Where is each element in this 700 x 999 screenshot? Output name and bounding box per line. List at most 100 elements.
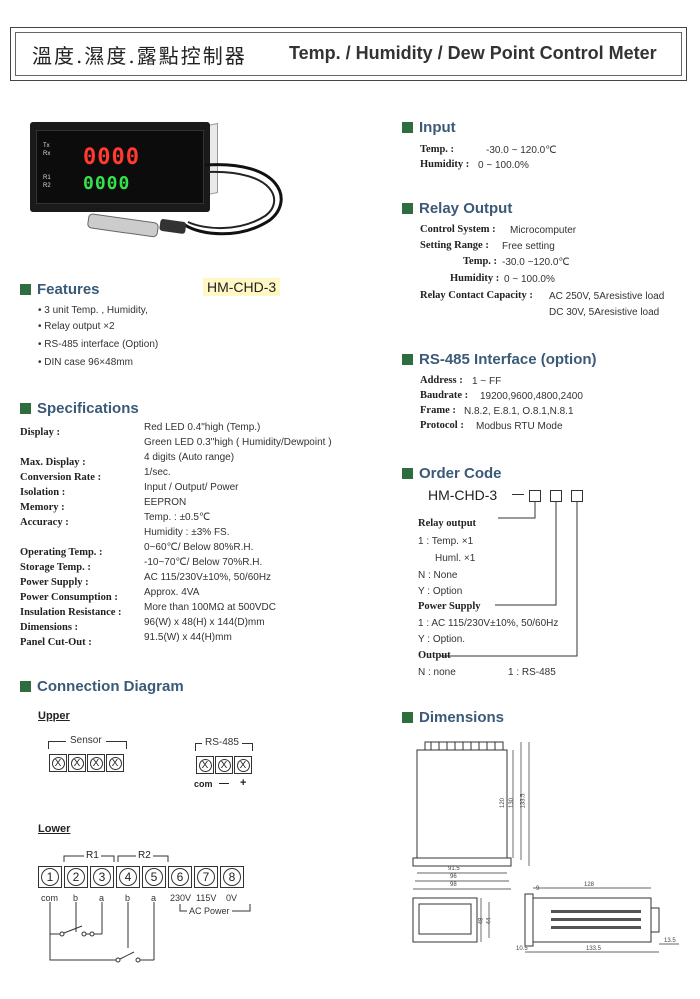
device-photo: Tx Rx R1 R2 0000 0000: [30, 122, 210, 212]
order-code-leader-lines: [440, 502, 578, 657]
dim-label: 133.5: [586, 946, 602, 952]
device-tag: R2: [43, 183, 51, 189]
terminal-label: a: [99, 893, 105, 903]
setting-range-value: Free setting: [502, 241, 555, 252]
terminal-label: 115V: [196, 893, 217, 903]
title-banner: [10, 27, 687, 81]
relay-output-heading: Relay Output: [402, 200, 512, 217]
dimensions-heading: Dimensions: [402, 709, 504, 726]
lower-terminal: 4: [116, 866, 140, 888]
lower-terminal: 8: [220, 866, 244, 888]
power-option-1: 1 : AC 115/230V±10%, 50/60Hz: [418, 618, 559, 629]
led-display-temp: 0000: [83, 145, 140, 170]
relay-output-option-heading: Relay output: [418, 518, 477, 529]
spec-row: Storage Temp. :-10~70℃/ Below 70%R.H.: [20, 557, 263, 573]
dim-label: 96: [450, 874, 457, 880]
output-option-heading: Output: [418, 650, 451, 661]
order-code-box-power: [550, 490, 562, 502]
dim-label: 48: [478, 917, 485, 925]
rs485-label: RS-485: [202, 737, 242, 748]
relay-contact-value: DC 30V, 5Aresistive load: [549, 307, 660, 318]
dim-label: 98: [450, 882, 457, 888]
upper-label: Upper: [38, 710, 70, 722]
spec-row: Conversion Rate :1/sec.: [20, 467, 171, 483]
sensor-label: Sensor: [66, 735, 106, 746]
rs485-heading: RS-485 Interface (option): [402, 351, 597, 368]
spec-row: Panel Cut-Out :91.5(W) x 44(H)mm: [20, 632, 232, 648]
dim-label: 130: [509, 797, 516, 809]
order-code-box-relay: [529, 490, 541, 502]
spec-row: Insulation Resistance :More than 100MΩ a…: [20, 602, 276, 618]
led-display-humidity: 0000: [83, 173, 131, 194]
baudrate-label: Baudrate :: [420, 390, 469, 401]
rs485-pin-label: com: [194, 779, 213, 789]
relay-brackets: [63, 855, 169, 862]
sensor-terminal: X: [68, 754, 86, 772]
terminal-label: com: [41, 893, 59, 903]
relay-humidity-label: Humidity :: [450, 273, 500, 284]
spec-row: Accuracy :Temp. : ±0.5℃: [20, 512, 211, 528]
rs485-pin-label: +: [240, 777, 247, 789]
address-value: 1 ~ FF: [472, 376, 502, 387]
protocol-value: Modbus RTU Mode: [476, 421, 563, 432]
relay-humidity-value: 0 ~ 100.0%: [504, 274, 555, 285]
dimensions-drawing: [412, 741, 679, 953]
terminal-label: 0V: [226, 893, 238, 903]
lower-terminal: 3: [90, 866, 114, 888]
relay-option-1: 1 : Temp. ×1: [418, 536, 474, 547]
lower-terminal: 1: [38, 866, 62, 888]
rs485-terminal: X: [234, 756, 252, 774]
input-temp-value: -30.0 ~ 120.0℃: [486, 145, 557, 156]
specifications-heading: Specifications: [20, 400, 139, 417]
specifications-table: Display :Red LED 0.4"high (Temp.) Green …: [20, 422, 332, 648]
spec-row: Operating Temp. :0~60℃/ Below 80%R.H.: [20, 542, 254, 558]
ac-power-label: AC Power: [187, 906, 232, 916]
relay-contact-value: AC 250V, 5Aresistive load: [549, 291, 665, 302]
spec-row: Humidity : ±3% FS.: [144, 527, 230, 538]
relay-option-1b: Huml. ×1: [435, 553, 476, 564]
baudrate-value: 19200,9600,4800,2400: [480, 391, 583, 402]
r1-label: R1: [84, 850, 101, 861]
order-code-dash: [512, 494, 524, 495]
feature-item: • 3 unit Temp. , Humidity,: [38, 305, 148, 316]
relay-option-y: Y : Option: [418, 586, 463, 597]
dim-label: 91.5: [448, 866, 460, 872]
input-heading: Input: [402, 119, 456, 136]
spec-row: Power Consumption :Approx. 4VA: [20, 587, 200, 603]
title-chinese: 溫度.濕度.露點控制器: [32, 44, 247, 68]
spec-row: Dimensions :96(W) x 48(H) x 144(D)mm: [20, 617, 265, 633]
frame-label: Frame :: [420, 405, 456, 416]
rs485-terminal: X: [215, 756, 233, 774]
relay-option-n: N : None: [418, 570, 458, 581]
input-temp-label: Temp. :: [420, 144, 455, 155]
sensor-terminal: X: [87, 754, 105, 772]
dim-label: 13.5: [664, 938, 676, 944]
frame-value: N.8.2, E.8.1, O.8.1,N.8.1: [464, 406, 574, 417]
model-label: HM-CHD-3: [203, 278, 281, 296]
lower-label: Lower: [38, 823, 71, 835]
lower-terminal: 6: [168, 866, 192, 888]
dim-label: 44: [486, 917, 493, 925]
order-code-box-output: [571, 490, 583, 502]
device-tag: R1: [43, 175, 51, 181]
power-option-y: Y : Option.: [418, 634, 466, 645]
rs485-terminal: X: [196, 756, 214, 774]
relay-temp-value: -30.0 ~120.0℃: [502, 257, 570, 268]
protocol-label: Protocol :: [420, 420, 464, 431]
device-tag: Rx: [43, 151, 51, 157]
connection-diagram-heading: Connection Diagram: [20, 678, 184, 695]
spec-row: Isolation :Input / Output/ Power: [20, 482, 239, 498]
spec-row: Power Supply :AC 115/230V±10%, 50/60Hz: [20, 572, 272, 588]
relay-temp-label: Temp. :: [463, 256, 498, 267]
spec-row: Display :Red LED 0.4"high (Temp.): [20, 422, 261, 438]
dim-label: 128: [584, 882, 595, 888]
r2-label: R2: [136, 850, 153, 861]
feature-item: • DIN case 96×48mm: [38, 357, 133, 368]
feature-item: • Relay output ×2: [38, 321, 115, 332]
spec-row: Green LED 0.3"high ( Humidity/Dewpoint ): [144, 437, 332, 448]
control-system-value: Microcomputer: [510, 225, 577, 236]
relay-contact-label: Relay Contact Capacity :: [420, 290, 533, 301]
address-label: Address :: [420, 375, 463, 386]
dim-label: 133.5: [520, 793, 527, 809]
setting-range-label: Setting Range :: [420, 240, 489, 251]
